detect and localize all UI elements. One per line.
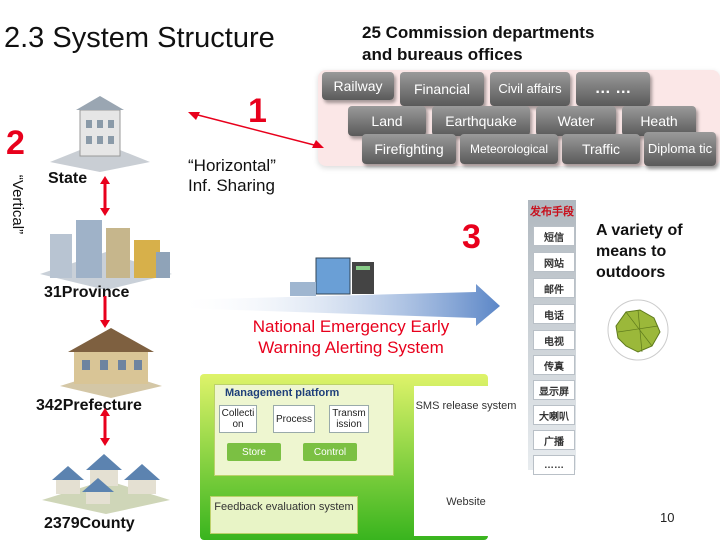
horizontal-label: “Horizontal” Inf. Sharing	[188, 156, 276, 196]
store-button: Store	[227, 443, 281, 461]
variety-caption: A variety of means to outdoors	[596, 222, 683, 281]
horizontal-line2: Inf. Sharing	[188, 176, 275, 195]
vertical-label: “Vertical”	[9, 174, 27, 235]
level-state: State	[48, 170, 88, 187]
dept-railway: Railway	[322, 72, 394, 100]
feedback-label: Feedback evaluation system	[214, 501, 354, 513]
release-panel: SMS release system Website	[414, 386, 518, 536]
marker-one: 1	[248, 92, 267, 130]
management-platform: Management platform Collecti on Process …	[214, 384, 394, 476]
page-title: 2.3 System Structure	[4, 22, 275, 54]
prefecture-houses-icon	[60, 328, 162, 398]
publish-item: 传真	[533, 355, 575, 375]
publish-item: ……	[533, 455, 575, 475]
departments-panel: Railway Financial Civil affairs … … Land…	[318, 70, 720, 166]
process-box: Process	[273, 405, 315, 433]
dept-firefighting: Firefighting	[362, 134, 456, 164]
page-number: 10	[660, 510, 675, 525]
website-label: Website	[446, 496, 486, 508]
level-county: 2379County	[44, 515, 135, 532]
dept-traffic: Traffic	[562, 134, 640, 164]
province-prefecture-arrow	[100, 296, 110, 328]
prefecture-county-arrow	[100, 408, 110, 446]
commission-line1: 25 Commission departments	[362, 23, 595, 42]
publish-item: 显示屏	[533, 380, 575, 400]
dept-more: … …	[576, 72, 650, 106]
horizontal-line1: “Horizontal”	[188, 156, 276, 175]
dept-heath: Heath	[622, 106, 696, 136]
feedback-box: Feedback evaluation system	[210, 496, 358, 534]
marker-two: 2	[6, 124, 25, 162]
dept-diplomatic: Diploma tic	[644, 132, 716, 166]
commission-heading: 25 Commission departments and bureaus of…	[362, 22, 594, 66]
dept-civil-affairs: Civil affairs	[490, 72, 570, 106]
publish-item: 电话	[533, 304, 575, 324]
level-prefecture: 342Prefecture	[36, 397, 142, 414]
dept-financial: Financial	[400, 72, 484, 106]
commission-line2: and bureaus offices	[362, 45, 523, 64]
sms-release-label: SMS release system	[415, 400, 517, 412]
collection-box: Collecti on	[219, 405, 257, 433]
horizontal-arrow	[188, 112, 324, 148]
dept-water: Water	[536, 106, 616, 136]
county-houses-icon	[42, 454, 170, 514]
publish-item: 邮件	[533, 278, 575, 298]
publish-header: 发布手段	[530, 206, 574, 218]
publish-item: 短信	[533, 226, 575, 246]
national-system-line2: Warning Alerting System	[258, 338, 444, 357]
state-building-icon	[50, 96, 150, 172]
dept-land: Land	[348, 106, 426, 136]
transmission-box: Transm ission	[329, 405, 369, 433]
state-province-arrow	[100, 176, 110, 216]
publish-item: 大喇叭	[533, 405, 575, 425]
publish-item: 电视	[533, 330, 575, 350]
dept-meteorological: Meteorological	[460, 134, 558, 164]
province-buildings-icon	[40, 220, 172, 290]
national-system-title: National Emergency Early Warning Alertin…	[228, 316, 474, 358]
central-system-graphic	[176, 257, 500, 326]
dept-earthquake: Earthquake	[432, 106, 530, 136]
publish-item: 广播	[533, 430, 575, 450]
national-system-line1: National Emergency Early	[252, 317, 450, 336]
level-province: 31Province	[44, 284, 130, 301]
china-map-icon	[607, 299, 669, 361]
control-button: Control	[303, 443, 357, 461]
publish-item: 网站	[533, 252, 575, 272]
management-platform-title: Management platform	[225, 387, 340, 399]
marker-three: 3	[462, 218, 481, 256]
